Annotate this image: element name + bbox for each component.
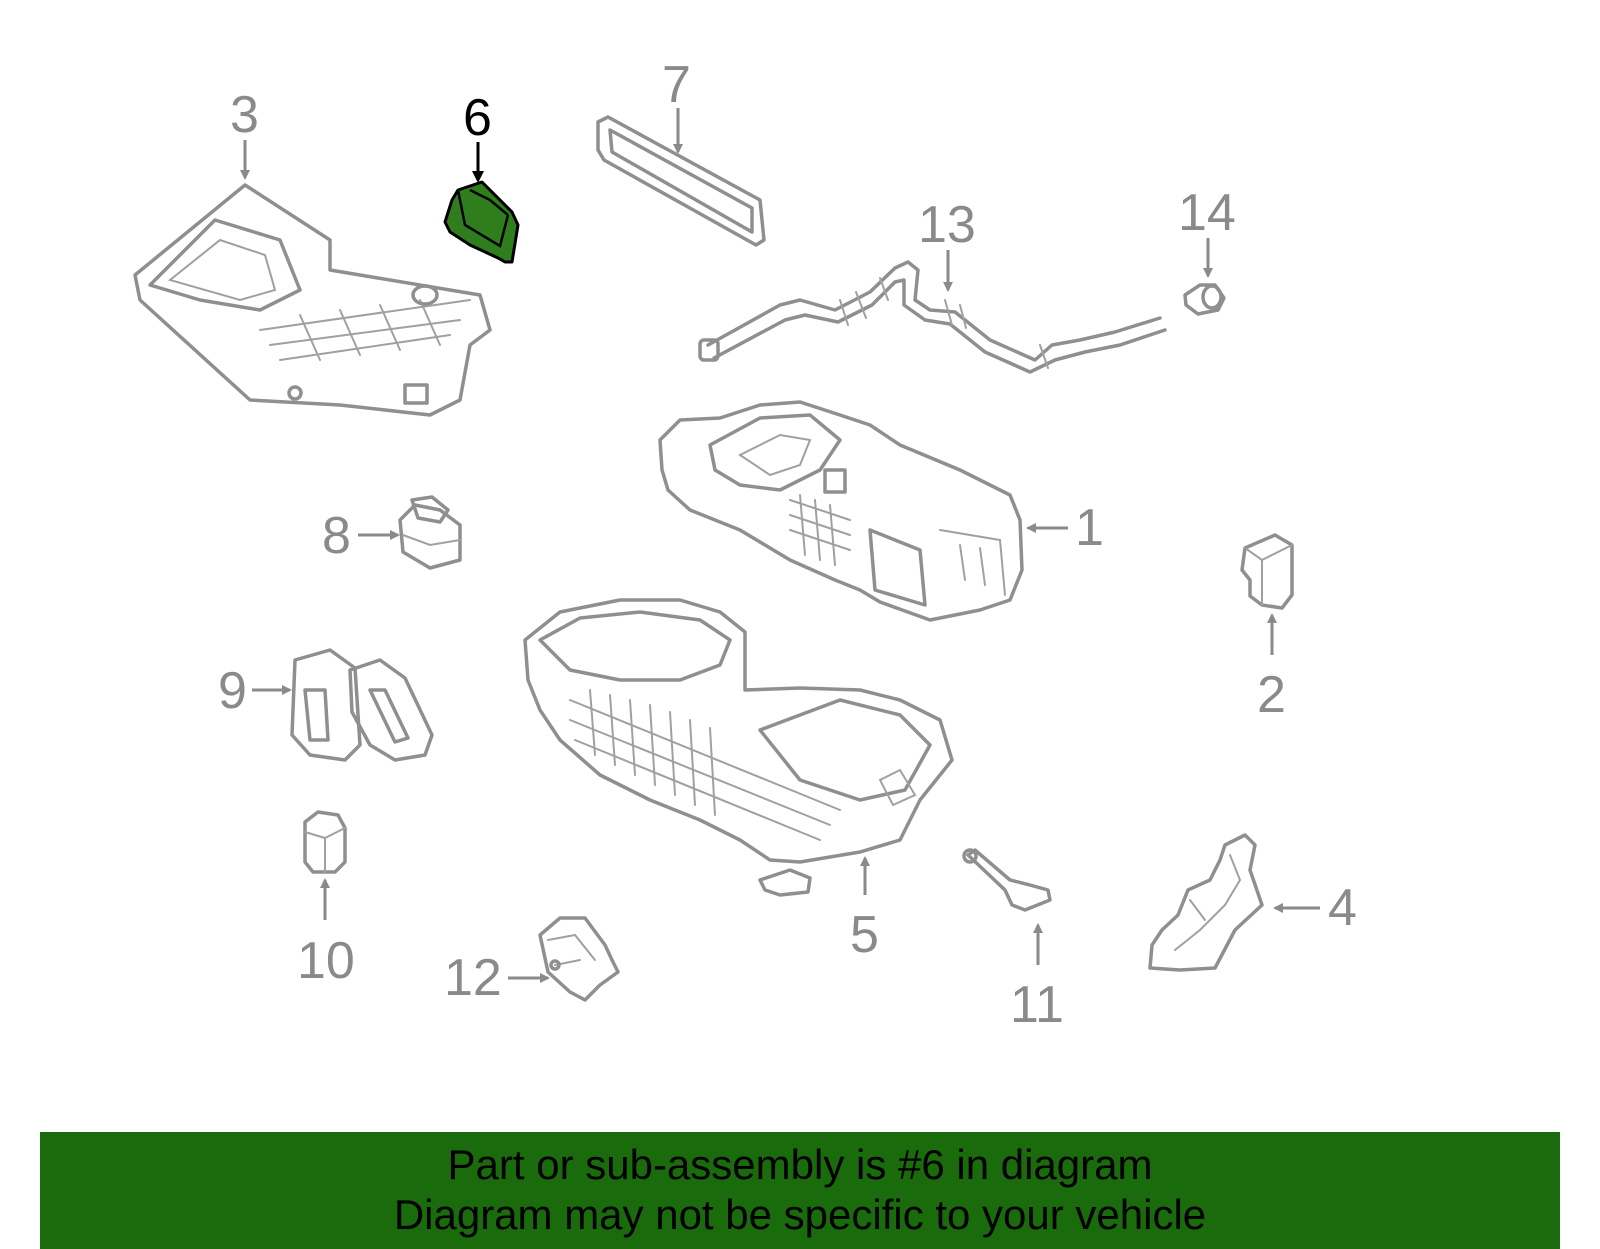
- part-14-plug[interactable]: [1183, 283, 1226, 316]
- part-2-sensor[interactable]: [1240, 533, 1294, 610]
- part-13-hose[interactable]: [698, 260, 1167, 374]
- part-10-connector[interactable]: [303, 810, 347, 874]
- callout-6: 6: [463, 89, 492, 147]
- part-9-seals[interactable]: [290, 648, 434, 762]
- part-6-actuator-highlighted[interactable]: [443, 180, 520, 264]
- part-12-mount[interactable]: [538, 916, 620, 1002]
- part-8-relay[interactable]: [398, 495, 462, 570]
- callout-5: 5: [850, 906, 879, 964]
- callout-2: 2: [1257, 666, 1286, 724]
- callout-10: 10: [297, 932, 355, 990]
- callout-1: 1: [1075, 499, 1104, 557]
- part-3-upper-housing[interactable]: [133, 183, 492, 417]
- part-7-filter-frame[interactable]: [596, 115, 766, 247]
- callout-labels: 3 6 7 13 14 1 8 2 9 5 10 12 11 4: [218, 56, 1357, 1034]
- part-11-temperature-sensor[interactable]: [962, 848, 1052, 912]
- parts-diagram: 3 6 7 13 14 1 8 2 9 5 10 12 11 4: [133, 56, 1357, 1034]
- callout-4: 4: [1328, 879, 1357, 937]
- callout-9: 9: [218, 662, 247, 720]
- banner-line-2: Diagram may not be specific to your vehi…: [393, 1191, 1207, 1238]
- info-banner: Part or sub-assembly is #6 in diagram Di…: [40, 1132, 1560, 1249]
- leader-lines: [240, 108, 1320, 983]
- callout-3: 3: [230, 86, 259, 144]
- part-5-lower-case[interactable]: [523, 598, 954, 897]
- callout-13: 13: [918, 196, 976, 254]
- banner-line-1: Part or sub-assembly is #6 in diagram: [447, 1141, 1153, 1188]
- part-1-main-case[interactable]: [658, 400, 1024, 622]
- callout-12: 12: [444, 949, 502, 1007]
- callout-11: 11: [1010, 976, 1064, 1034]
- callout-14: 14: [1178, 184, 1236, 242]
- part-4-bracket[interactable]: [1148, 833, 1264, 972]
- callout-7: 7: [662, 56, 691, 114]
- callout-8: 8: [322, 507, 351, 565]
